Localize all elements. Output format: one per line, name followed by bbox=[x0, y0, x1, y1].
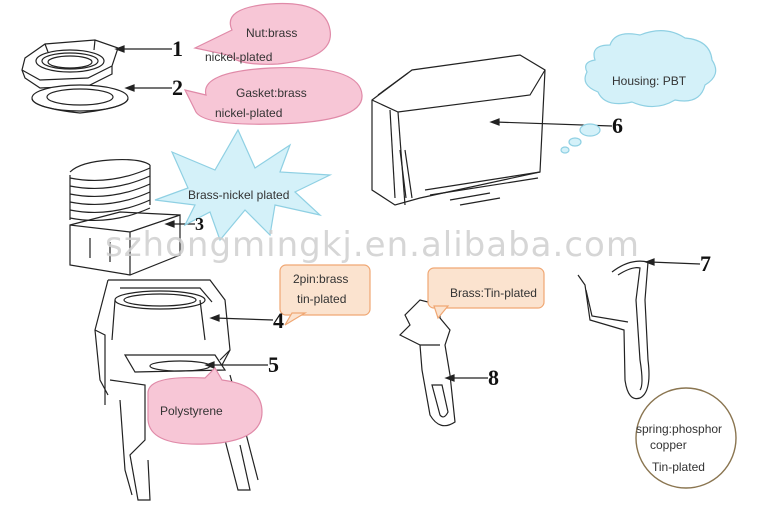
callout-number-2: 2 bbox=[172, 75, 183, 100]
part-spring bbox=[577, 260, 650, 400]
callout-number-1: 1 bbox=[172, 36, 183, 61]
housing-material: Housing: PBT bbox=[612, 74, 687, 88]
bubble-6 bbox=[560, 30, 717, 154]
bubble-4 bbox=[279, 264, 371, 326]
bubble-2 bbox=[183, 66, 363, 125]
callout-number-6: 6 bbox=[612, 113, 623, 138]
callout-number-3: 3 bbox=[195, 214, 204, 234]
pin-material-line1: 2pin:brass bbox=[293, 272, 349, 286]
callout-number-8: 8 bbox=[488, 365, 499, 390]
callout-number-7: 7 bbox=[700, 251, 711, 276]
pin-material-line2: tin-plated bbox=[297, 292, 347, 306]
part-bushing bbox=[69, 158, 181, 276]
spring-material-line1: spring:phosphor bbox=[636, 422, 723, 436]
watermark: szhongmingkj.en.alibaba.com bbox=[105, 225, 640, 265]
spring-material-line2: copper bbox=[650, 438, 687, 452]
gasket-material-line2: nickel-plated bbox=[215, 106, 283, 120]
bubble-1 bbox=[193, 2, 331, 65]
part-gasket bbox=[31, 84, 129, 114]
part-tab bbox=[398, 299, 456, 427]
callout-number-4: 4 bbox=[273, 308, 284, 333]
bushing-material: Brass-nickel plated bbox=[188, 188, 290, 202]
insulator-material: Polystyrene bbox=[160, 404, 223, 418]
bubble-5 bbox=[147, 367, 263, 445]
tab-material: Brass:Tin-plated bbox=[450, 286, 537, 300]
part-housing bbox=[371, 54, 546, 206]
bubble-8 bbox=[427, 267, 545, 320]
bubble-7 bbox=[635, 387, 737, 489]
part-nut bbox=[21, 39, 119, 89]
part-frame bbox=[94, 279, 259, 501]
nut-material-line2: nickel-plated bbox=[205, 50, 273, 64]
nut-material-line1: Nut:brass bbox=[246, 26, 298, 40]
spring-material-line3: Tin-plated bbox=[652, 460, 705, 474]
callout-number-5: 5 bbox=[268, 352, 279, 377]
bubble-3 bbox=[154, 128, 333, 242]
gasket-material-line1: Gasket:brass bbox=[236, 86, 307, 100]
